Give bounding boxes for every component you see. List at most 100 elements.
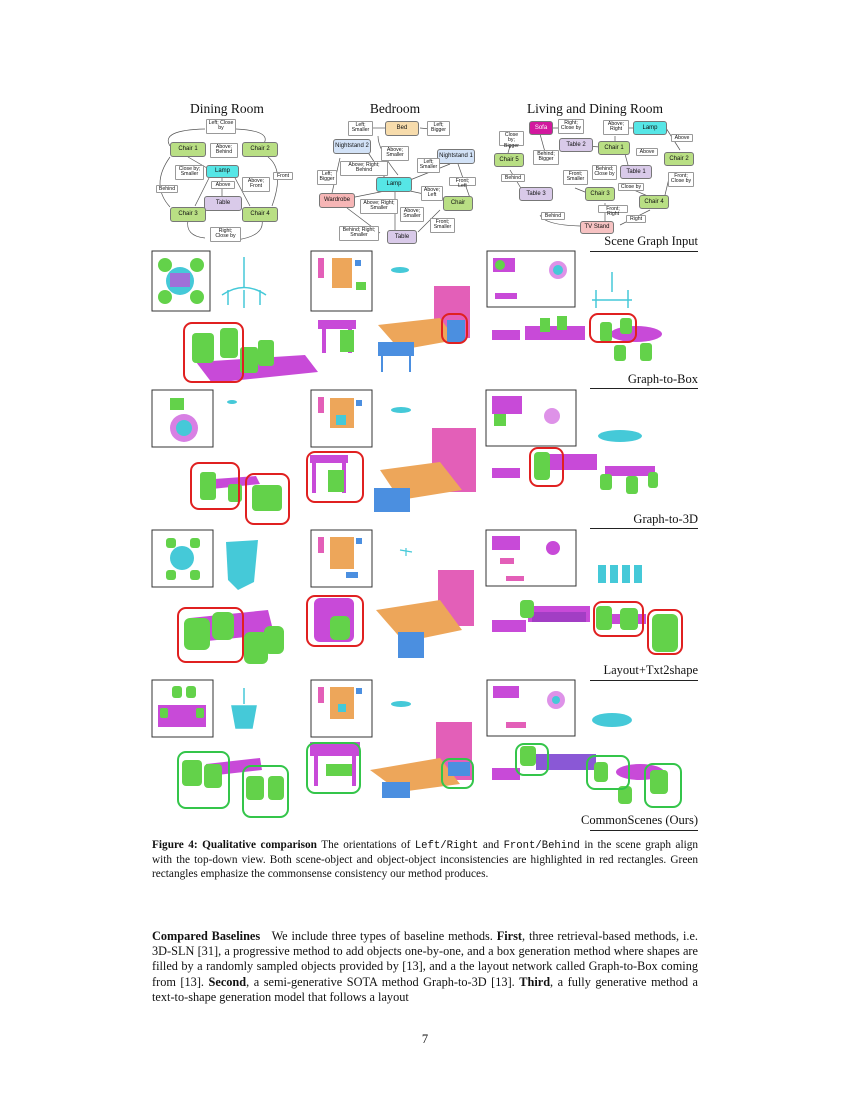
scene-graph-title-living: Living and Dining Room (526, 101, 664, 116)
edge-living-above1: Above (671, 134, 693, 142)
edge-living-behind2: Behind (541, 212, 565, 220)
row-label-commonscenes: CommonScenes (Ours) (581, 813, 698, 827)
edge-bedroom-front-smaller: Front; Smaller (430, 218, 455, 233)
page-number: 7 (421, 1032, 429, 1046)
inconsistency-box (306, 595, 364, 647)
row-label-graph-to-box: Graph-to-Box (627, 372, 698, 386)
edge-living-close-bigger: Close by; Bigger (499, 131, 524, 149)
inconsistency-box (647, 609, 683, 655)
node-chair4-dining: Chair 4 (242, 207, 278, 222)
scene-graph-title-bedroom: Bedroom (369, 101, 421, 116)
edge-living-behind-close: Behind; Close by (592, 165, 617, 180)
edge-dining-right-close: Right; Close by (210, 227, 241, 242)
body-paragraph: Compared Baselines We include three type… (152, 929, 698, 1005)
edge-dining-above: Above (211, 181, 235, 189)
row-rule (590, 251, 698, 252)
node-nightstand2: Nightstand 2 (333, 139, 371, 154)
edge-bedroom-left-bigger-top: Left; Bigger (427, 121, 450, 136)
node-tvstand: TV Stand (580, 221, 614, 234)
node-chair-bedroom: Chair (443, 196, 473, 211)
paragraph-first: First (496, 929, 523, 943)
caption-text-3: in the scene graph align with the top-do… (152, 839, 699, 881)
row-rule (590, 680, 698, 681)
node-table2: Table 2 (559, 138, 593, 152)
caption-code-2: Front/Behind (503, 840, 580, 852)
node-chair4-living: Chair 4 (639, 195, 669, 209)
edge-bedroom-left-smaller: Left; Smaller (348, 121, 373, 136)
row-label-scene-graph-input: Scene Graph Input (604, 234, 698, 248)
edge-living-front-right: Front; Right (598, 205, 628, 217)
consistency-box (515, 743, 549, 776)
node-wardrobe: Wardrobe (319, 193, 355, 208)
paragraph-text-1: We include three types of baseline metho… (271, 929, 493, 943)
inconsistency-box (441, 313, 468, 344)
inconsistency-box (589, 313, 637, 343)
node-sofa: Sofa (529, 121, 553, 135)
consistency-box (177, 751, 230, 809)
edge-bedroom-above-left: Above; Left (421, 186, 443, 201)
edge-bedroom-left-smaller2: Left; Smaller (417, 158, 440, 173)
edge-bedroom-above-right-behind: Above; Right; Behind (340, 161, 388, 176)
edge-dining-above-behind: Above; Behind (210, 143, 238, 158)
paragraph-second: Second (208, 974, 247, 989)
paragraph-heading: Compared Baselines (152, 929, 261, 943)
consistency-box (644, 763, 682, 808)
row-rule (590, 528, 698, 529)
inconsistency-box (306, 451, 364, 503)
node-table3: Table 3 (519, 187, 553, 201)
caption-text-1: The orientations of (321, 839, 411, 851)
edge-living-close-by: Close by (618, 183, 644, 191)
node-chair3-dining: Chair 3 (170, 207, 206, 222)
edge-dining-close-smaller: Close by; Smaller (175, 165, 204, 180)
consistency-box (306, 742, 361, 794)
row-rule (590, 388, 698, 389)
node-lamp-bedroom: Lamp (376, 177, 412, 192)
node-chair1-living: Chair 1 (598, 141, 630, 155)
edge-dining-behind: Behind (156, 185, 178, 193)
inconsistency-box (593, 601, 644, 637)
node-table1: Table 1 (620, 165, 652, 179)
inconsistency-box (183, 322, 244, 383)
caption-title: Qualitative comparison (202, 839, 317, 851)
edge-living-front-smaller: Front; Smaller (563, 170, 588, 185)
inconsistency-box (190, 462, 240, 510)
node-nightstand1: Nightstand 1 (437, 149, 475, 164)
edge-bedroom-left-bigger: Left; Bigger (317, 170, 337, 185)
row-rule (590, 830, 698, 831)
edge-bedroom-above-right-smaller: Above; Right; Smaller (360, 199, 398, 214)
node-chair1-dining: Chair 1 (170, 142, 206, 157)
edge-bedroom-behind-right-smaller: Behind; Right; Smaller (339, 226, 379, 241)
node-chair5: Chair 5 (494, 153, 524, 167)
consistency-box (586, 755, 630, 790)
edge-living-right-close: Right; Close by (558, 119, 584, 134)
inconsistency-box (177, 607, 244, 663)
paragraph-text-4: , a fully generative method a text-to-sh… (152, 974, 698, 1004)
edge-living-behind-bigger: Behind; Bigger (533, 150, 559, 165)
edge-living-above2: Above (636, 148, 658, 156)
node-chair2-living: Chair 2 (664, 152, 694, 166)
edge-bedroom-above-smaller2: Above; Smaller (400, 207, 424, 222)
paragraph-text-2: , three retrieval-based methods, i.e. 3D… (152, 929, 698, 989)
edge-living-behind: Behind (501, 174, 525, 182)
row-label-layout-txt2shape: Layout+Txt2shape (603, 663, 698, 677)
row-label-graph-to-3d: Graph-to-3D (633, 512, 698, 526)
consistency-box (441, 758, 474, 789)
edge-bedroom-front-left: Front; Left (449, 177, 476, 189)
figure-caption: Figure 4: Qualitative comparison The ori… (152, 838, 698, 882)
edge-dining-front: Front (273, 172, 293, 180)
edge-living-above-right: Above; Right (603, 120, 629, 135)
node-chair2-dining: Chair 2 (242, 142, 278, 157)
edge-living-right: Right (626, 215, 646, 223)
scene-graph-title-dining: Dining Room (190, 101, 264, 116)
paragraph-third: Third (519, 974, 551, 989)
node-table-dining: Table (204, 196, 242, 211)
paragraph-text-3: , a semi-generative SOTA method Graph-to… (246, 974, 515, 989)
consistency-box (242, 765, 289, 818)
node-lamp-dining: Lamp (206, 165, 239, 178)
node-table-bedroom: Table (387, 230, 417, 244)
inconsistency-box (245, 473, 290, 525)
node-bed: Bed (385, 121, 419, 136)
edge-living-front-close: Front; Close by (668, 172, 694, 187)
edge-dining-left-close: Left; Close by (206, 119, 236, 134)
